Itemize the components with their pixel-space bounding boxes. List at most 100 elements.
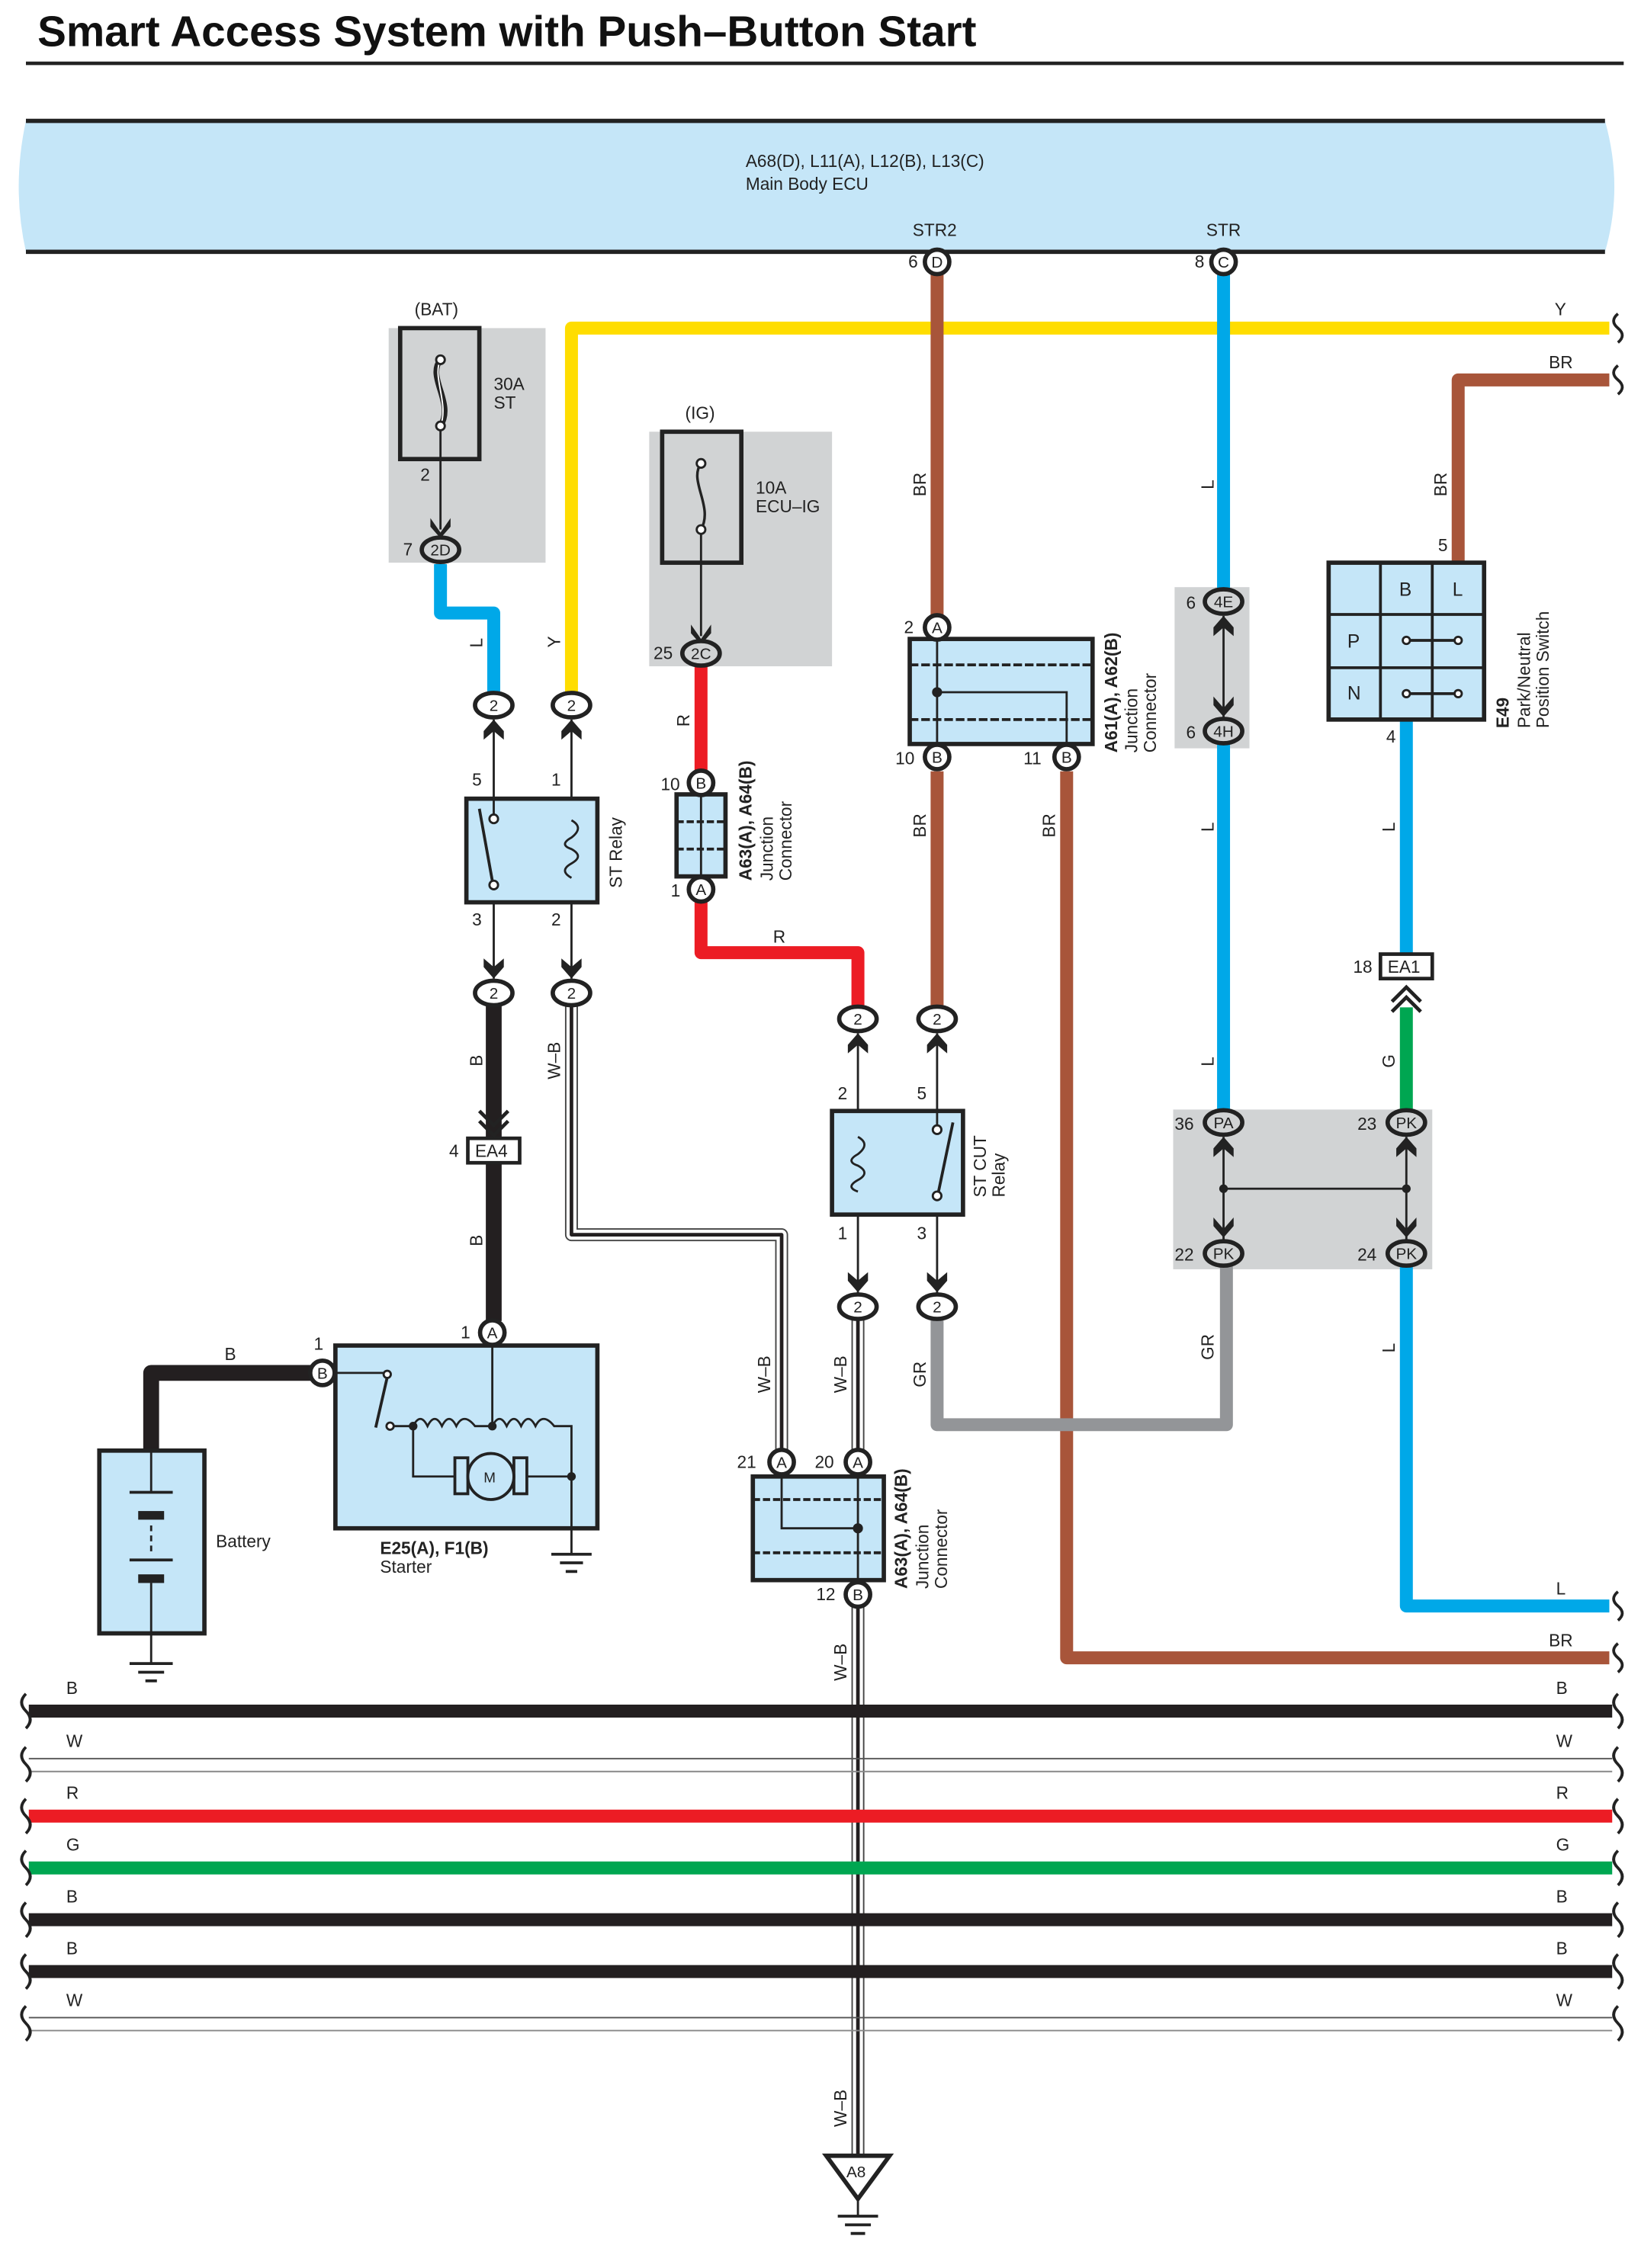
pin-connector-shape: [473, 691, 515, 720]
bus-label-right: W: [1556, 1731, 1573, 1751]
pin-connector-label: B: [317, 1365, 328, 1382]
pin-connector-shape: [1203, 1239, 1244, 1269]
pin-connector-shape: [551, 691, 592, 720]
fuse-10a-ecu-ig: (IG) 10A ECU–IG 25: [654, 403, 820, 662]
bus-label-right: B: [1556, 1938, 1568, 1958]
ecu-pin-number: 6: [908, 252, 918, 271]
bus-continuation-mark: [20, 1901, 32, 1939]
stcut-pin5: 5: [917, 1083, 926, 1103]
pin-connector-shape: [686, 768, 716, 797]
jb-pa-pin-tl: 36: [1174, 1114, 1193, 1134]
bus-continuation-mark: [20, 1953, 32, 1991]
wires: [143, 273, 1610, 1665]
connector-ea1: EA1 18: [1353, 952, 1434, 1013]
wire-label-r-horiz: R: [773, 926, 785, 946]
pin-connector-shape: [1385, 1108, 1427, 1137]
pnp-pin-top: 5: [1438, 535, 1448, 555]
pnp-col-b: B: [1399, 580, 1411, 601]
pin-connector-label: PK: [1213, 1246, 1235, 1263]
bus-label-left: R: [66, 1783, 79, 1803]
pin-connector-label: D: [931, 254, 943, 271]
pin-connector-label: B: [695, 775, 706, 792]
a63-top-code: A63(A), A64(B): [735, 761, 755, 881]
jb-4e-pin: 6: [1186, 592, 1196, 612]
ea1-pin: 18: [1353, 957, 1372, 977]
ecu-pin-number: 8: [1195, 252, 1205, 271]
connector-ea4: EA4 4: [449, 1109, 522, 1165]
pin-connector-label: 2: [853, 1299, 862, 1317]
bus-continuation-mark: [1612, 1849, 1624, 1887]
wire-label-wb-b: W–B: [830, 1355, 850, 1393]
pin-connector-shape: [843, 1580, 872, 1609]
stcut-pin3: 3: [917, 1223, 926, 1243]
stcut-label-2: Relay: [989, 1153, 1009, 1198]
pin-connector-label: 2C: [691, 646, 711, 663]
wire-label-gr-cut: GR: [910, 1362, 930, 1387]
wire-label-g-ea1: G: [1379, 1054, 1399, 1068]
st-relay-pin5: 5: [472, 770, 482, 790]
pin-connector-label: A: [695, 881, 706, 899]
bus-continuation-mark: [20, 1746, 32, 1783]
pin-connector-label: 2: [933, 1299, 942, 1317]
pin-connector-label: 2: [567, 985, 576, 1002]
bus-label-left: B: [66, 1678, 78, 1698]
pin-connector-label: C: [1218, 254, 1229, 271]
pnp-code: E49: [1492, 698, 1512, 728]
pin-connector-shape: [837, 1292, 879, 1321]
pin-connector-shape: [767, 1448, 796, 1477]
a63-bot-pin-c: 12: [816, 1584, 835, 1604]
wire-wb-group: [564, 1004, 865, 2156]
bus-continuation-mark: [1612, 1798, 1624, 1835]
wire-label-br-pnp: BR: [1431, 473, 1450, 496]
wire-label-l-2d: L: [466, 638, 486, 648]
a63-top-pin-top: 10: [660, 774, 679, 794]
arrow-icon: [561, 719, 582, 740]
arrow-icon: [483, 958, 504, 979]
pnp-row-p: P: [1347, 631, 1360, 652]
wire-gr-pk: [930, 1266, 1233, 1432]
a63-top-l1: Junction: [757, 816, 777, 881]
ea4-pin: 4: [449, 1141, 459, 1161]
pin-connector-shape: [1385, 1239, 1427, 1269]
st-relay-pin2: 2: [551, 909, 561, 929]
fuse-ig-rating: 10A: [756, 477, 787, 497]
a61-l2: Connector: [1140, 672, 1160, 752]
fuse-bat-name: ST: [493, 393, 515, 412]
a61-pin-bl: 10: [895, 748, 914, 768]
wire-label-b-ea4: B: [466, 1235, 486, 1246]
wire-r-horiz: [694, 900, 865, 1008]
bus-label-right: B: [1556, 1887, 1568, 1907]
wire-label-l-pnp: L: [1379, 822, 1399, 832]
ea1-label: EA1: [1388, 957, 1421, 977]
a61-l1: Junction: [1121, 688, 1141, 752]
wire-label-br-top: BR: [1549, 352, 1572, 372]
pin-connector-label: 2: [567, 698, 576, 715]
jb-pa-pin-bl: 22: [1174, 1245, 1193, 1265]
junction-a61: A61(A), A62(B) Junction Connector 2 10 1…: [895, 618, 1160, 768]
wire-label-b-batt: B: [224, 1344, 236, 1364]
wire-label-b-relay: B: [466, 1055, 486, 1067]
continuation-marks: [1612, 313, 1624, 1673]
starter-motor-label: M: [483, 1469, 496, 1485]
pin-connector-label: 4H: [1213, 723, 1234, 740]
pin-connector-label: A: [932, 620, 943, 637]
st-cut-relay: 2 5 1 3 ST CUT Relay: [830, 1033, 1009, 1295]
a63-top-pin-bot: 1: [671, 881, 681, 900]
pin-connector-shape: [1203, 717, 1244, 746]
pin-connector-shape: [679, 639, 722, 668]
wire-label-wb-relay: W–B: [544, 1042, 564, 1079]
fuse-bat-source: (BAT): [415, 299, 458, 319]
wire-br-a61-right: [1060, 771, 1610, 1665]
wire-label-l-pa: L: [1197, 1057, 1217, 1067]
arrow-icon: [926, 1272, 948, 1293]
a61-pin-br: 11: [1023, 748, 1042, 768]
bus-label-left: W: [66, 1990, 83, 2010]
wire-label-gr-pk: GR: [1197, 1334, 1217, 1360]
battery: Battery: [97, 1448, 271, 1664]
jb-4h-pin: 6: [1186, 722, 1196, 742]
arrow-icon: [483, 719, 504, 740]
stcut-label-1: ST CUT: [970, 1135, 990, 1198]
bus-continuation-mark: [20, 1798, 32, 1835]
bus-continuation-mark: [20, 2005, 32, 2042]
jb-pa-pin-tr: 23: [1357, 1114, 1376, 1134]
